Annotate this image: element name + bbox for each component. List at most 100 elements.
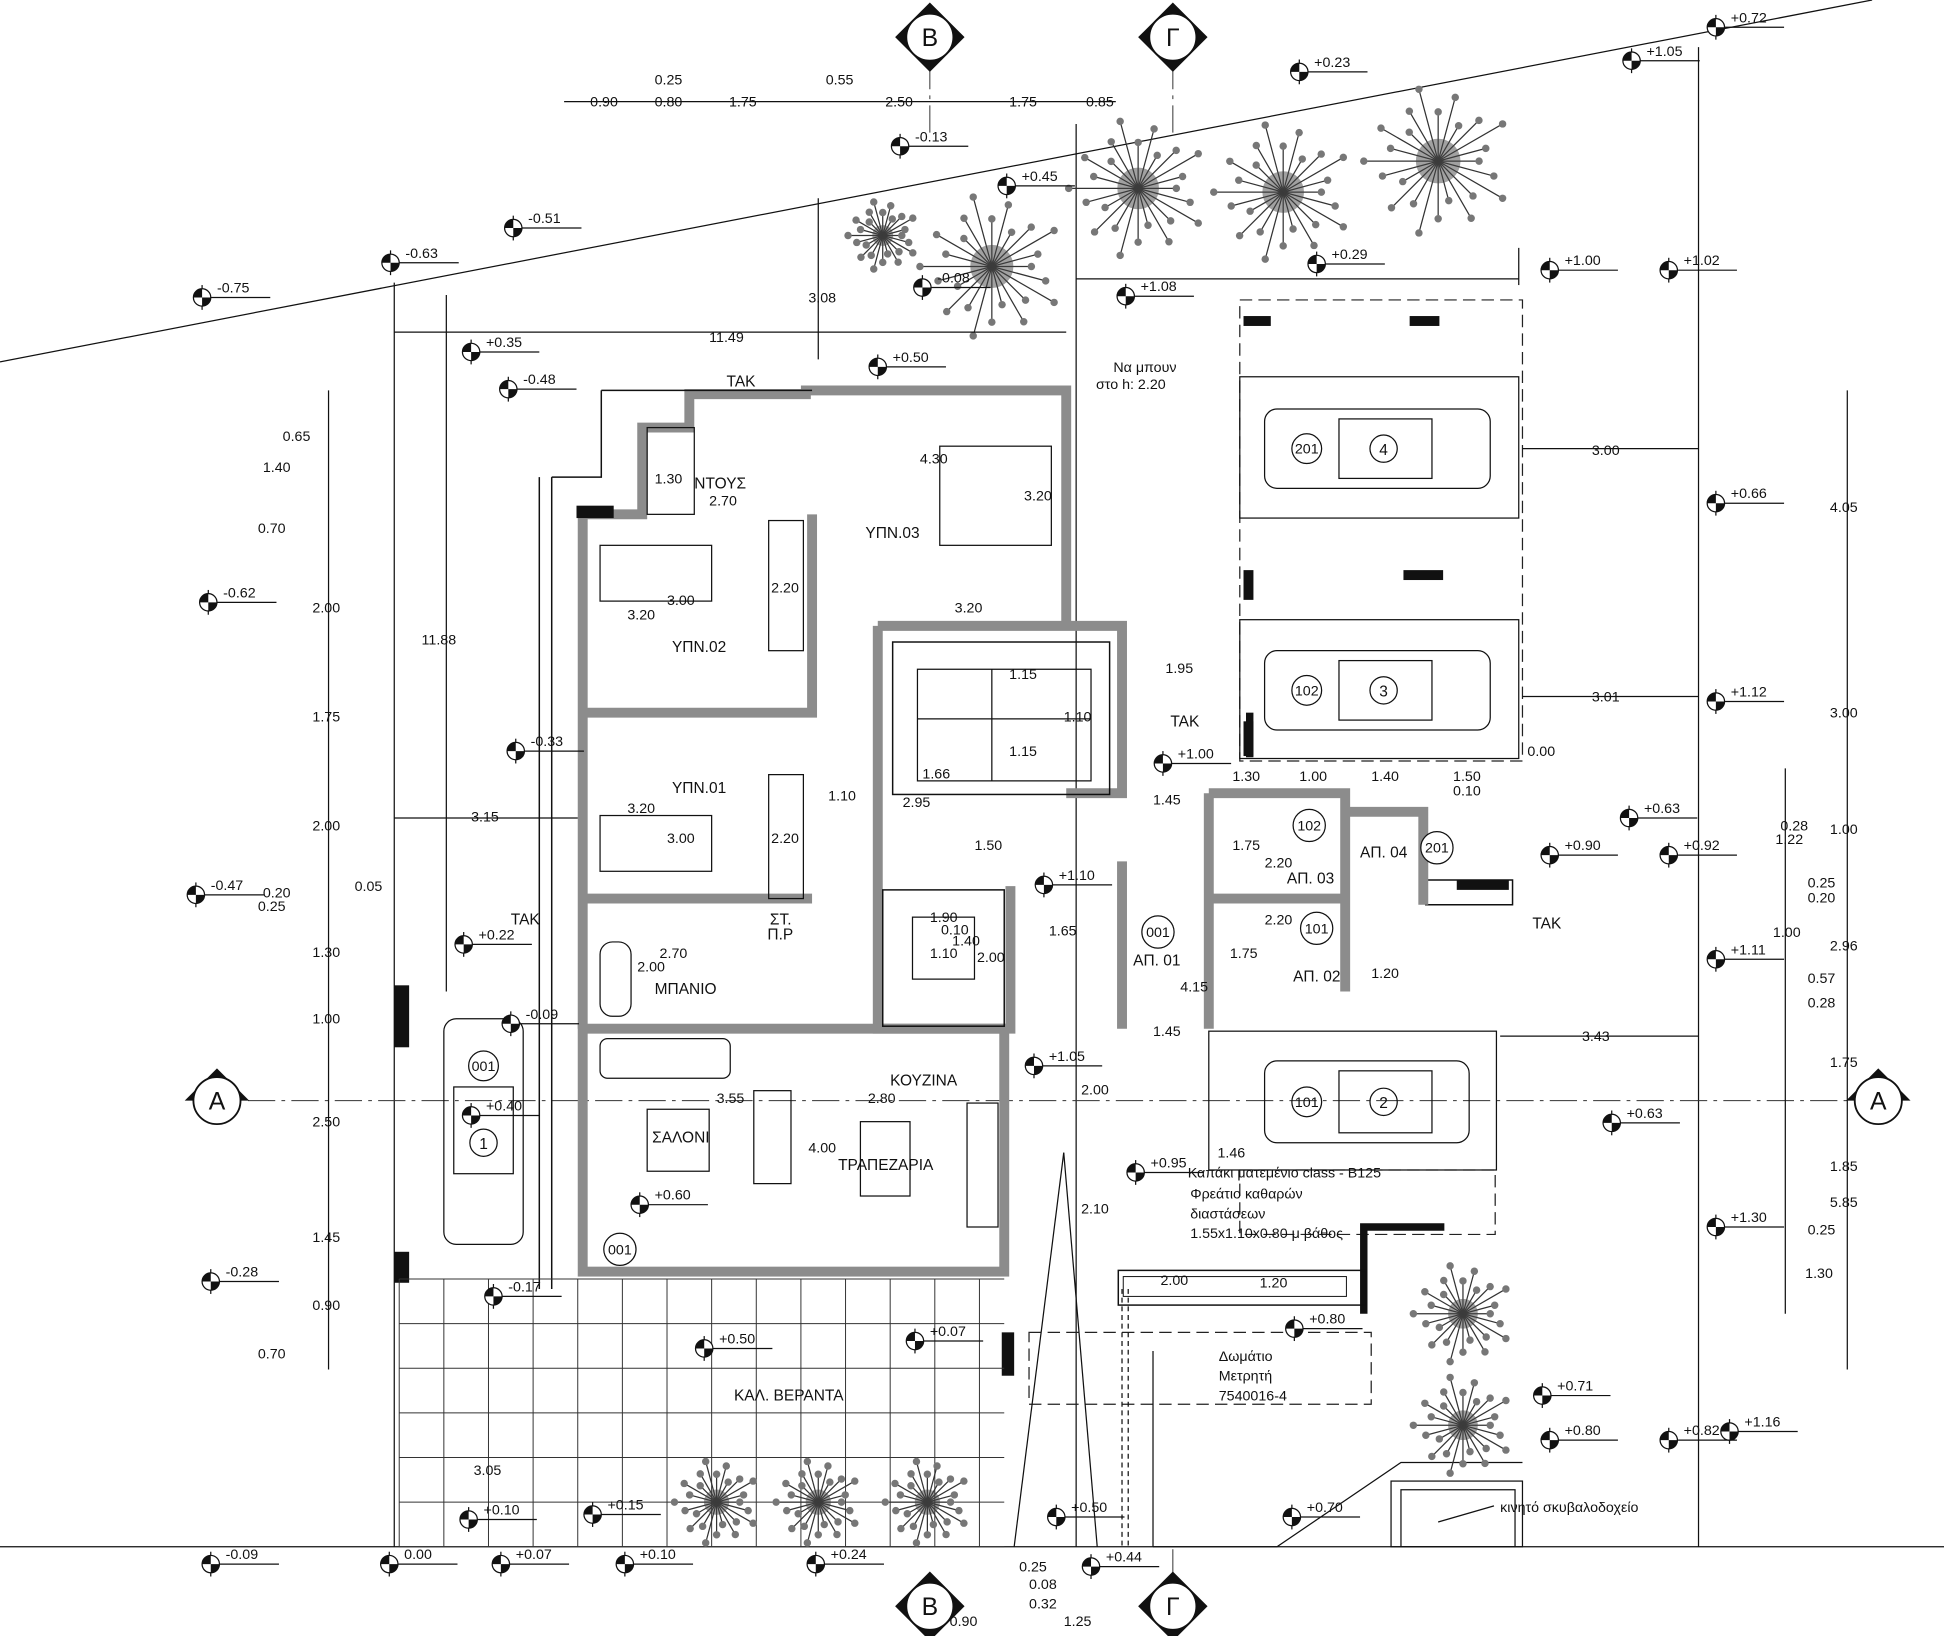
unit-tag-label: 001 (608, 1242, 632, 1258)
dimension-value: 1.75 (1230, 946, 1258, 962)
level-marker: -0.33 (506, 734, 584, 764)
dimension-value: 4.05 (1830, 500, 1858, 516)
level-marker: +0.40 (461, 1098, 540, 1128)
dimension-value: 0.20 (263, 885, 291, 901)
section-marker-label: Γ (1166, 1594, 1180, 1621)
level-value: +0.95 (1151, 1156, 1187, 1172)
dimension-value: 1.65 (1049, 924, 1077, 940)
level-marker: +1.00 (1153, 747, 1232, 776)
house-walls (394, 385, 1514, 1376)
dimension-value: 3.00 (667, 593, 695, 609)
dimension-value: 0.08 (1029, 1577, 1057, 1593)
tree-icon (1409, 1262, 1510, 1366)
level-marker: +0.63 (1602, 1106, 1680, 1136)
level-value: +0.60 (655, 1188, 691, 1204)
section-marker: Γ (1138, 1571, 1208, 1636)
level-marker: +0.23 (1290, 55, 1368, 85)
dimension-value: 2.00 (312, 818, 340, 834)
level-marker: +1.11 (1706, 942, 1785, 972)
level-marker: +0.22 (454, 927, 532, 957)
level-value: +0.80 (1565, 1423, 1601, 1439)
level-marker: +1.02 (1659, 253, 1737, 283)
dimension-value: 1.90 (930, 910, 958, 926)
dimension-value: 1.66 (922, 766, 950, 782)
dimension-value: 2.20 (1265, 913, 1293, 929)
section-marker-label: A (209, 1088, 226, 1115)
level-marker: +1.12 (1706, 685, 1785, 714)
level-marker: +0.71 (1533, 1379, 1611, 1408)
manhole-note-2: Φρεάτιο καθαρών (1190, 1186, 1302, 1202)
dimension-value: 0.65 (283, 429, 311, 445)
dimension-value: 1.00 (1773, 925, 1801, 941)
dimension-value: 2.00 (637, 960, 665, 976)
dimension-value: 2.70 (709, 494, 737, 510)
level-value: +1.05 (1049, 1049, 1085, 1065)
section-marker-label: B (922, 1594, 939, 1621)
level-marker: -0.62 (198, 585, 277, 615)
dimension-value: 1.00 (1299, 769, 1327, 785)
dimension-value: 3.55 (717, 1091, 745, 1107)
level-value: -0.28 (226, 1265, 259, 1281)
level-marker: +0.35 (461, 335, 540, 365)
level-marker: +0.29 (1307, 247, 1385, 277)
level-marker: +0.63 (1619, 801, 1698, 831)
section-marker-label: A (1870, 1088, 1887, 1115)
level-marker: -0.28 (201, 1265, 279, 1294)
level-marker: +1.30 (1706, 1210, 1785, 1240)
bin-note: κινητό σκυβαλοδοχείο (1500, 1500, 1638, 1516)
dimension-value: 0.80 (655, 95, 683, 111)
dimension-value: 0.05 (1121, 1634, 1149, 1636)
dimension-value: 1.40 (1371, 769, 1399, 785)
level-value: +0.71 (1557, 1379, 1593, 1395)
level-marker: +0.07 (491, 1547, 570, 1577)
dimension-value: 1.25 (1064, 1614, 1092, 1630)
dimension-value: 0.90 (590, 95, 618, 111)
dimension-value: 2.50 (885, 95, 913, 111)
dimension-value: 0.05 (355, 879, 383, 895)
entrance-path (1013, 1152, 1524, 1548)
dimension-value: 2.20 (771, 580, 799, 596)
room-label: ΝΤΟΥΣ (694, 475, 746, 492)
level-value: +0.63 (1644, 801, 1680, 817)
level-marker: -0.48 (499, 372, 577, 402)
level-markers: -0.75-0.63-0.51-0.13+0.45+0.23+1.05+0.72… (186, 10, 1798, 1579)
tree-icon (772, 1457, 859, 1547)
dimension-value: 1.45 (1153, 792, 1181, 808)
unit-tag: 201 (1420, 831, 1454, 865)
dimension-value: 4.00 (808, 1141, 836, 1157)
level-value: +1.12 (1731, 685, 1767, 701)
level-marker: -0.17 (484, 1279, 562, 1309)
dimension-value: 3.05 (474, 1463, 502, 1479)
level-value: 0.00 (404, 1547, 432, 1563)
dimension-value: 0.20 (1808, 890, 1836, 906)
dimension-value: 3.43 (1582, 1029, 1610, 1045)
room-label: ΤΑΚ (511, 912, 541, 929)
height-note-line1: Να μπουν (1113, 360, 1176, 376)
meter-room-note-3: 7540016-4 (1219, 1389, 1287, 1405)
height-note-line2: στο h: 2.20 (1096, 377, 1166, 393)
level-value: +0.35 (486, 335, 522, 351)
property-boundary (0, 0, 1944, 1548)
dimension-value: 0.25 (258, 899, 286, 915)
level-value: -0.48 (523, 372, 556, 388)
level-marker: +1.08 (1116, 279, 1194, 309)
level-marker: +0.92 (1659, 838, 1737, 868)
dimension-value: 1.75 (1009, 95, 1037, 111)
level-marker: +0.66 (1706, 486, 1785, 516)
level-value: +0.63 (1627, 1106, 1663, 1122)
room-label: ΥΠΝ.03 (865, 525, 919, 542)
dimension-value: 1.85 (1830, 1159, 1858, 1175)
level-value: +0.10 (484, 1503, 520, 1519)
dimension-value: 1.15 (1009, 744, 1037, 760)
dimension-value: 0.70 (258, 521, 286, 537)
manhole-note-4: 1.55x1.10x0.80 μ βάθος (1190, 1226, 1343, 1242)
parking-area (1028, 299, 1524, 1405)
dimension-value: 1.30 (655, 471, 683, 487)
level-value: +0.23 (1314, 55, 1350, 71)
level-marker: +0.95 (1126, 1156, 1204, 1185)
room-label: ΤΑΚ (1170, 713, 1200, 730)
dimension-value: 1.50 (974, 838, 1002, 854)
